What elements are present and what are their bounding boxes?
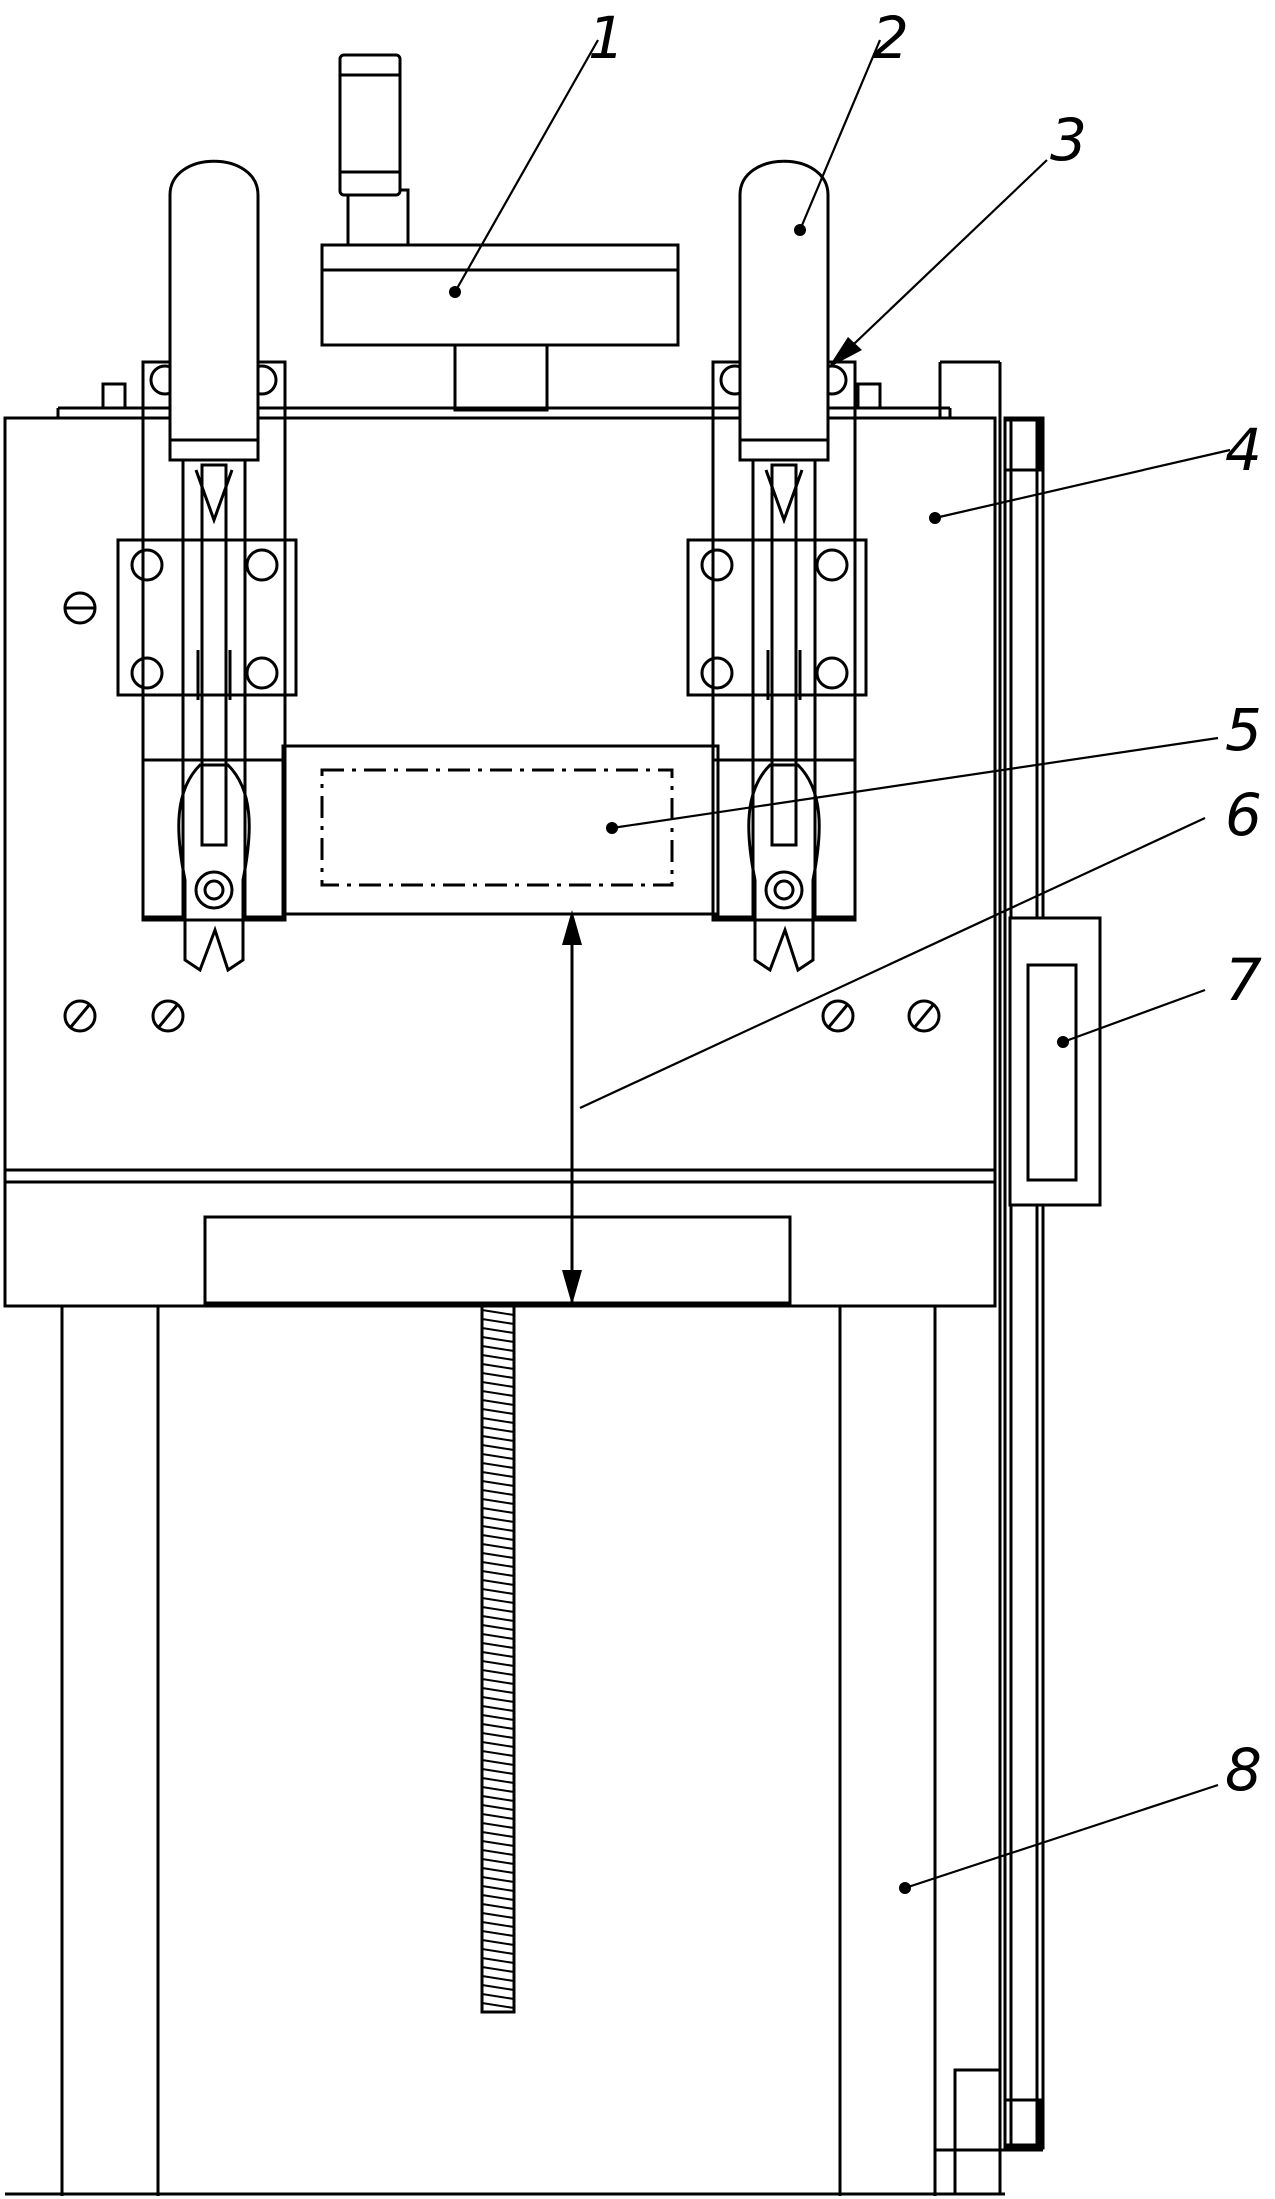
- leader-8: [899, 1783, 1219, 1894]
- screw: [907, 999, 941, 1033]
- foot-block: [953, 2068, 1002, 2196]
- housing-screws: [63, 591, 941, 1033]
- left-clamp: [116, 159, 298, 973]
- leader-3: [828, 159, 1048, 368]
- lead-screw: [480, 1303, 516, 2014]
- screw: [63, 999, 97, 1033]
- label-5: 5: [1225, 696, 1262, 764]
- reference-numerals: 1 2 3 4 5 6 7 8: [588, 4, 1262, 1804]
- leader-lines: [449, 39, 1231, 1894]
- label-2: 2: [872, 4, 909, 72]
- label-6: 6: [1225, 781, 1262, 849]
- height-indicator: [1008, 916, 1102, 1207]
- toggle-clamps: [116, 159, 868, 973]
- label-8: 8: [1225, 1736, 1262, 1804]
- travel-arrow: [562, 910, 582, 1305]
- main-housing: [3, 362, 997, 1308]
- leader-6: [579, 817, 1206, 1109]
- leader-4: [929, 448, 1231, 524]
- guide-rail: [935, 360, 1045, 2194]
- screw: [821, 999, 855, 1033]
- lower-frame: [5, 1305, 1005, 2196]
- right-clamp: [686, 159, 868, 973]
- label-1: 1: [588, 4, 625, 72]
- screw: [151, 999, 185, 1033]
- handwheel: [320, 53, 680, 412]
- label-7: 7: [1225, 946, 1262, 1014]
- workpiece-outline: [320, 768, 674, 887]
- screw: [63, 591, 97, 625]
- leader-2: [794, 39, 882, 236]
- label-3: 3: [1050, 106, 1087, 174]
- label-4: 4: [1225, 416, 1262, 484]
- leader-7: [1057, 988, 1206, 1048]
- leader-5: [606, 736, 1219, 834]
- base-plate: [203, 1215, 792, 1305]
- slider-plate: [281, 744, 720, 916]
- leader-1: [449, 39, 599, 298]
